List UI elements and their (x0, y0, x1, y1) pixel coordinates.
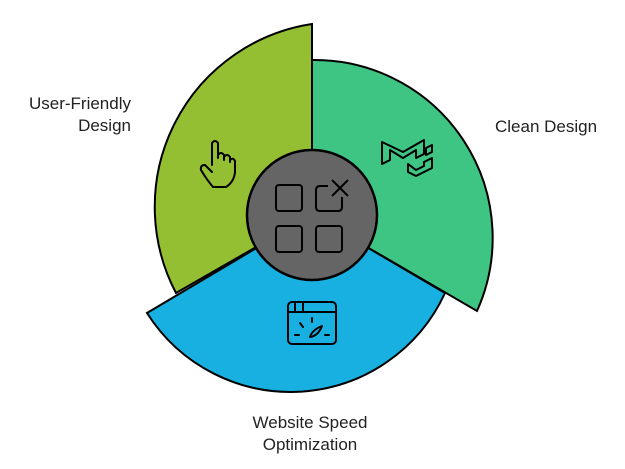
label-line: User-Friendly (28, 94, 131, 113)
label-line: Design (78, 116, 131, 135)
apps-grid-close-icon (275, 179, 349, 253)
label-line: Website Speed (252, 413, 368, 432)
label-clean-design: Clean Design (495, 116, 597, 138)
label-line: Clean Design (495, 117, 598, 136)
label-website-speed: Website Speed Optimization (230, 412, 390, 456)
segment-clean-design (311, 58, 494, 313)
browser-speedometer-icon (287, 301, 337, 345)
label-user-friendly: User-Friendly Design (14, 93, 131, 137)
material-ui-logo-icon (381, 139, 433, 177)
pointing-hand-icon (199, 140, 236, 188)
center-circle (245, 148, 379, 282)
label-line: Optimization (262, 435, 358, 454)
